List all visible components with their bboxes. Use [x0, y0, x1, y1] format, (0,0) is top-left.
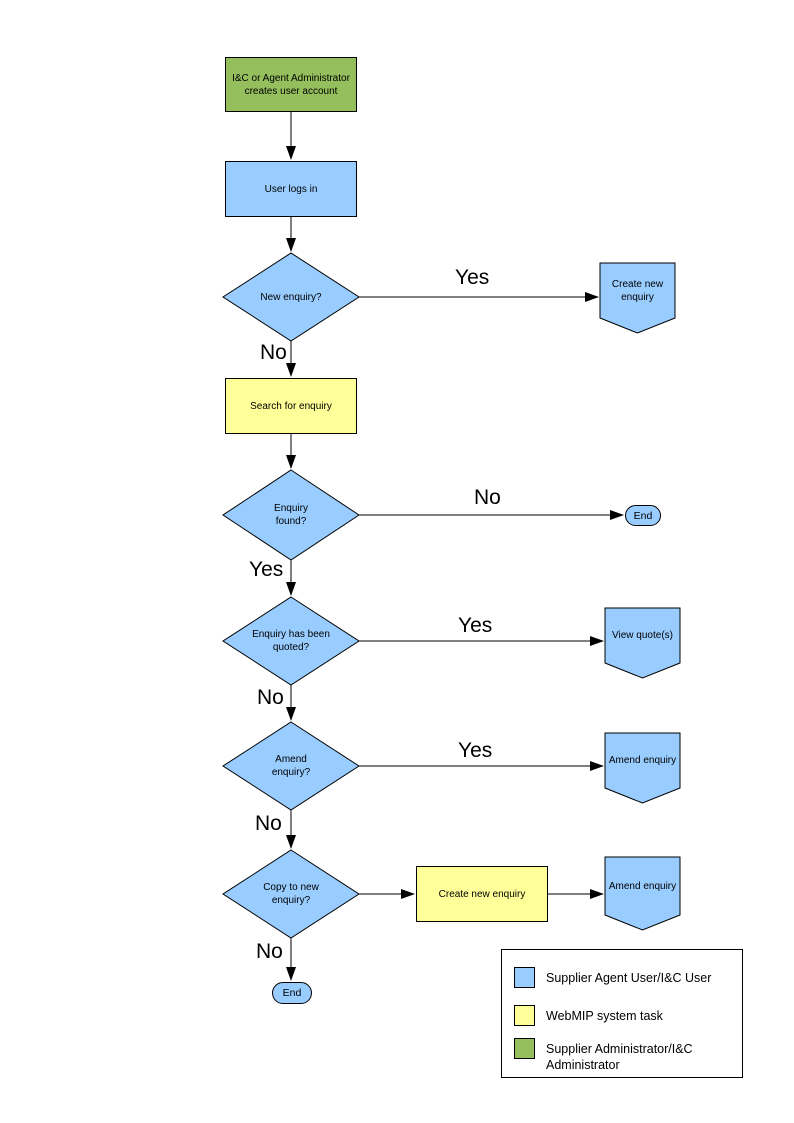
edge-label-enquiry-found-yes: Yes: [249, 558, 284, 581]
diamond-amend-enquiry: [222, 721, 360, 811]
legend-swatch-supplier-administrator: [514, 1038, 535, 1059]
label-amend-enquiry-q: Amend enquiry?: [271, 754, 311, 778]
edge-label-copy-to-new-no: No: [256, 940, 283, 963]
node-end-bottom: End: [272, 982, 312, 1004]
label-create-new-enquiry-top: Create new enquiry: [611, 279, 664, 303]
pentagon-amend-enquiry-mid: [604, 732, 681, 804]
diamond-copy-to-new: [222, 849, 360, 939]
edge-label-enquiry-quoted-yes: Yes: [458, 614, 493, 637]
label-view-quotes: View quote(s): [612, 630, 673, 641]
label-enquiry-quoted-q: Enquiry has been quoted?: [252, 629, 330, 653]
label-copy-to-new-q: Copy to new enquiry?: [263, 882, 319, 906]
label-enquiry-found-q: Enquiry found?: [274, 503, 308, 527]
edge-label-enquiry-found-no: No: [474, 486, 501, 509]
label-amend-enquiry-mid: Amend enquiry: [608, 755, 677, 766]
edge-label-new-enquiry-yes: Yes: [455, 266, 490, 289]
pentagon-amend-enquiry-bottom: [604, 856, 681, 931]
edge-label-amend-enquiry-no: No: [255, 812, 282, 835]
diamond-new-enquiry: [222, 252, 360, 342]
edge-label-new-enquiry-no: No: [260, 341, 287, 364]
diamond-enquiry-found: [222, 469, 360, 561]
legend-swatch-supplier-agent-user: [514, 967, 535, 988]
node-create-user-account: I&C or Agent Administrator creates user …: [225, 57, 357, 112]
legend: Supplier Agent User/I&C User WebMIP syst…: [501, 949, 743, 1078]
edge-label-amend-enquiry-yes: Yes: [458, 739, 493, 762]
label-new-enquiry-q: New enquiry?: [260, 291, 322, 303]
legend-label-supplier-administrator: Supplier Administrator/I&C Administrator: [546, 1042, 693, 1072]
label-amend-enquiry-bottom: Amend enquiry: [608, 881, 677, 892]
pentagon-create-new-enquiry: [599, 262, 676, 334]
node-create-new-enquiry-bottom: Create new enquiry: [416, 866, 548, 922]
legend-label-supplier-agent-user: Supplier Agent User/I&C User: [546, 971, 712, 985]
edge-label-enquiry-quoted-no: No: [257, 686, 284, 709]
node-search-for-enquiry: Search for enquiry: [225, 378, 357, 434]
legend-label-webmip-system-task: WebMIP system task: [546, 1009, 663, 1023]
legend-swatch-webmip-system-task: [514, 1005, 535, 1026]
node-end-top: End: [625, 505, 661, 526]
node-user-logs-in: User logs in: [225, 161, 357, 217]
diamond-enquiry-quoted: [222, 596, 360, 686]
pentagon-view-quotes: [604, 607, 681, 679]
